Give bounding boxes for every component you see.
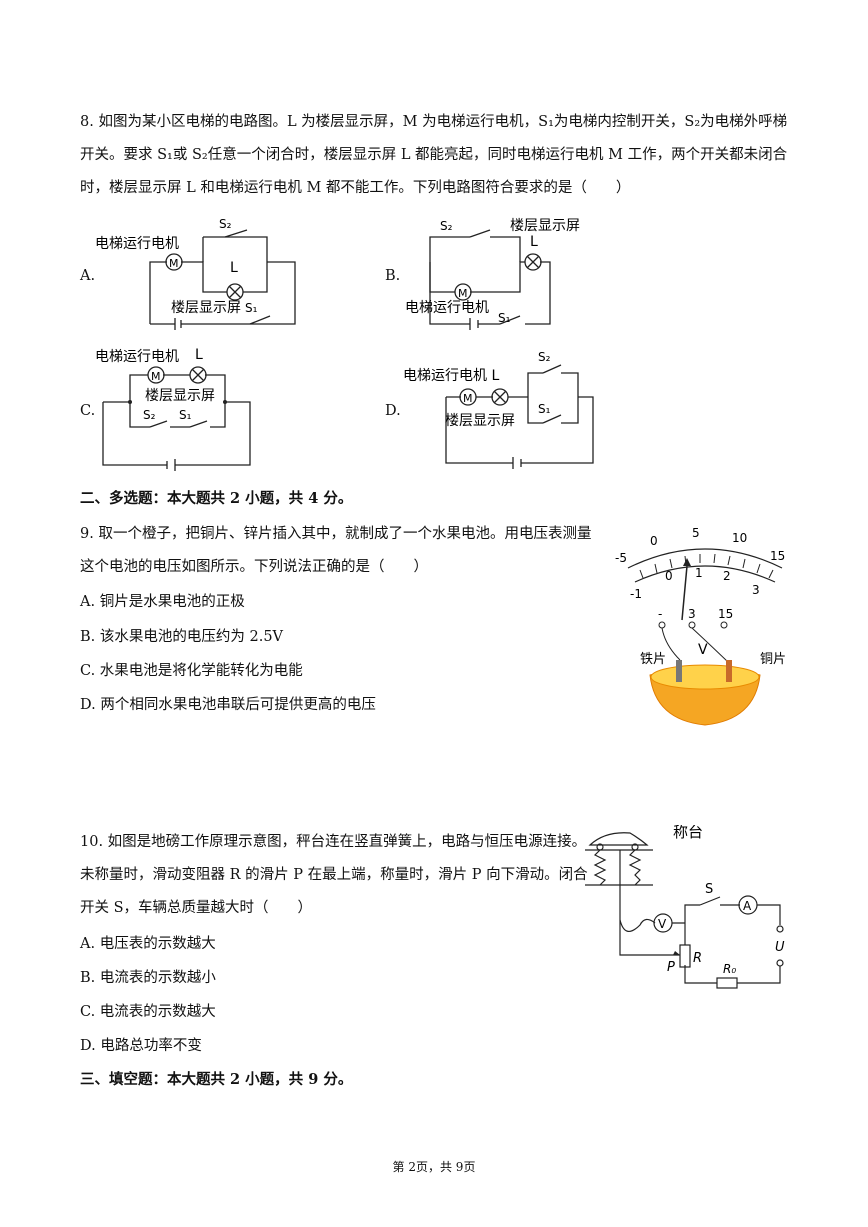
svg-text:M: M: [463, 392, 473, 405]
svg-text:电梯运行电机: 电梯运行电机: [95, 349, 179, 365]
svg-text:L: L: [530, 234, 538, 250]
circuit-a-diagram: M 电梯运行电机 L 楼层显示屏 S₁ S₂: [95, 217, 296, 330]
svg-text:V: V: [698, 642, 708, 658]
svg-text:A: A: [743, 899, 752, 913]
svg-text:2: 2: [723, 569, 731, 583]
voltmeter-fruit-battery-figure: -5 0 5 10 15 -1 0 1 2 3 - 3 15 V 铁片 铜片: [615, 526, 786, 726]
weighbridge-circuit-figure: 称台 V A S R R₀ U P: [585, 825, 785, 989]
svg-text:电梯运行电机: 电梯运行电机: [405, 300, 489, 316]
question-8-text: 8. 如图为某小区电梯的电路图。L 为楼层显示屏，M 为电梯运行电机，S₁为电梯…: [80, 114, 788, 196]
svg-text:铜片: 铜片: [760, 652, 786, 667]
svg-text:S₁: S₁: [179, 408, 192, 422]
svg-text:-: -: [658, 607, 662, 621]
q9-option-b: B. 该水果电池的电压约为 2.5V: [80, 629, 284, 645]
svg-text:-1: -1: [630, 587, 642, 601]
svg-text:M: M: [458, 287, 468, 300]
svg-text:3: 3: [688, 607, 696, 621]
q9-option-d: D. 两个相同水果电池串联后可提供更高的电压: [80, 697, 376, 713]
circuit-d-diagram: M 电梯运行电机 L 楼层显示屏 S₂ S₁: [403, 350, 594, 469]
page-footer: 第 2页，共 9页: [392, 1160, 476, 1174]
svg-text:电梯运行电机 L: 电梯运行电机 L: [403, 368, 499, 384]
svg-text:V: V: [658, 917, 667, 931]
option-b-label: B.: [385, 268, 401, 284]
section-3-heading: 三、填空题：本大题共 2 小题，共 9 分。: [80, 1071, 353, 1088]
motor-label: 电梯运行电机: [95, 236, 179, 252]
q10-option-d: D. 电路总功率不变: [80, 1038, 202, 1054]
svg-text:1: 1: [695, 566, 703, 580]
svg-text:称台: 称台: [673, 825, 703, 841]
svg-text:S₂: S₂: [219, 217, 232, 231]
circuit-c-diagram: M 电梯运行电机 L 楼层显示屏 S₂ S₁: [95, 347, 251, 471]
svg-text:S₂: S₂: [538, 350, 551, 364]
option-a-label: A.: [80, 268, 96, 284]
svg-text:R: R: [693, 951, 702, 966]
svg-text:0: 0: [650, 534, 658, 548]
option-c-label: C.: [80, 403, 96, 419]
svg-text:0: 0: [665, 569, 673, 583]
svg-text:3: 3: [752, 583, 760, 597]
svg-text:M: M: [151, 370, 161, 383]
svg-text:楼层显示屏: 楼层显示屏: [445, 413, 515, 429]
svg-text:10: 10: [732, 531, 747, 545]
q10-option-b: B. 电流表的示数越小: [80, 970, 216, 986]
screen-label: 楼层显示屏: [171, 300, 241, 316]
q9-option-c: C. 水果电池是将化学能转化为电能: [80, 663, 303, 679]
svg-text:15: 15: [770, 549, 785, 563]
svg-text:S₁: S₁: [245, 301, 258, 315]
svg-text:铁片: 铁片: [640, 652, 666, 667]
svg-text:P: P: [667, 960, 675, 975]
q9-option-a: A. 铜片是水果电池的正极: [80, 594, 245, 610]
section-2-heading: 二、多选题：本大题共 2 小题，共 4 分。: [80, 490, 353, 507]
svg-text:L: L: [230, 260, 238, 276]
circuit-b-diagram: M 电梯运行电机 楼层显示屏 L S₂ S₁: [405, 218, 580, 330]
question-10-text: 10. 如图是地磅工作原理示意图，秤台连在竖直弹簧上，电路与恒压电源连接。未称量…: [80, 834, 588, 916]
svg-text:L: L: [195, 347, 203, 363]
svg-text:5: 5: [692, 526, 700, 540]
svg-text:R₀: R₀: [723, 962, 736, 976]
svg-text:楼层显示屏: 楼层显示屏: [510, 218, 580, 234]
svg-text:楼层显示屏: 楼层显示屏: [145, 388, 215, 404]
svg-text:S₂: S₂: [143, 408, 156, 422]
svg-text:U: U: [775, 940, 785, 955]
option-d-label: D.: [385, 403, 401, 419]
q10-option-a: A. 电压表的示数越大: [80, 936, 216, 952]
svg-text:S₂: S₂: [440, 219, 453, 233]
svg-text:S₁: S₁: [498, 311, 511, 325]
svg-text:S₁: S₁: [538, 402, 551, 416]
svg-text:S: S: [705, 882, 713, 897]
motor-symbol: M: [169, 257, 179, 270]
svg-text:-5: -5: [615, 551, 627, 565]
q10-option-c: C. 电流表的示数越大: [80, 1004, 216, 1020]
question-9-text: 9. 取一个橙子，把铜片、锌片插入其中，就制成了一个水果电池。用电压表测量这个电…: [80, 526, 592, 575]
svg-text:15: 15: [718, 607, 733, 621]
